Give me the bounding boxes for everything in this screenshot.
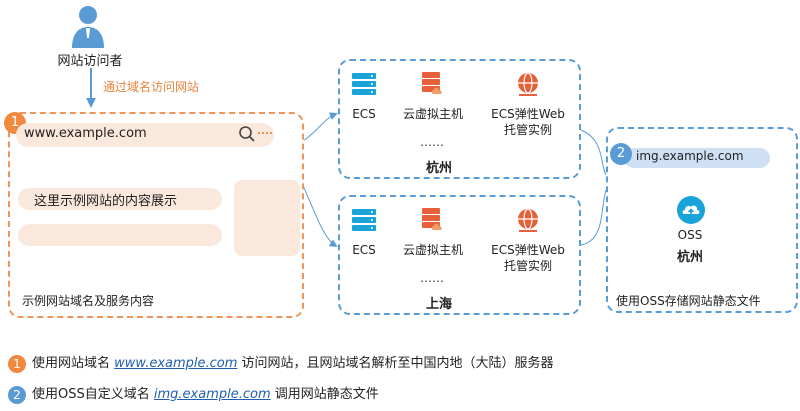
note-1-prefix: 使用网站域名: [32, 356, 115, 371]
service-label: ECS: [352, 243, 376, 257]
service-label: ECS弹性Web 托管实例: [491, 107, 565, 137]
content-text: 这里示例网站的内容展示: [34, 194, 178, 209]
note-badge-2: 2: [8, 385, 26, 404]
search-icon: [239, 126, 255, 142]
arrow-down-icon: [86, 68, 96, 108]
note-2-suffix: 调用网站静态文件: [270, 387, 379, 402]
note-1-suffix: 访问网站，且网站域名解析至中国内地（大陆）服务器: [237, 356, 554, 371]
oss-box: [606, 127, 798, 313]
region-box-shanghai: [338, 195, 581, 315]
oss-region-name: 杭州: [676, 250, 703, 265]
server-icon: [350, 70, 378, 98]
virtual-host-icon: [419, 70, 447, 98]
region-dots: ……: [420, 271, 444, 285]
virtual-host-icon: [419, 206, 447, 234]
oss-url: img.example.com: [636, 149, 744, 163]
oss-cloud-icon: [677, 196, 705, 224]
note-1: 1 使用网站域名 www.example.com 访问网站，且网站域名解析至中国内…: [8, 352, 554, 373]
note-2: 2 使用OSS自定义域名 img.example.com 调用网站静态文件: [8, 383, 379, 404]
note-2-domain: img.example.com: [153, 387, 271, 402]
oss-caption: 使用OSS存储网站静态文件: [616, 294, 761, 308]
oss-url-bar: [624, 148, 770, 168]
web-globe-icon: [514, 206, 542, 234]
note-2-prefix: 使用OSS自定义域名: [32, 387, 154, 402]
service-label: ECS: [352, 107, 376, 121]
step-badge-2: 2: [610, 143, 632, 165]
note-badge-1: 1: [8, 354, 26, 373]
region-dots: ……: [420, 135, 444, 149]
website-caption: 示例网站域名及服务内容: [22, 294, 155, 308]
visitor-label: 网站访问者: [57, 54, 123, 69]
service-label: 云虚拟主机: [402, 243, 463, 257]
content-placeholder: [18, 224, 222, 246]
website-url: www.example.com: [24, 126, 147, 141]
service-label: ECS弹性Web 托管实例: [491, 243, 565, 273]
url-dots: [258, 132, 272, 136]
note-1-domain: www.example.com: [114, 356, 238, 371]
user-icon: [72, 6, 104, 48]
region-box-hangzhou: [338, 59, 581, 179]
url-bar: [16, 123, 274, 147]
image-placeholder: [234, 180, 300, 256]
service-label: 云虚拟主机: [402, 107, 463, 121]
region-name: 杭州: [426, 161, 453, 176]
access-label: 通过域名访问网站: [103, 80, 200, 94]
oss-label: OSS: [677, 228, 703, 242]
region-name: 上海: [426, 297, 453, 312]
content-placeholder: [18, 188, 222, 210]
web-globe-icon: [514, 70, 542, 98]
server-icon: [350, 206, 378, 234]
